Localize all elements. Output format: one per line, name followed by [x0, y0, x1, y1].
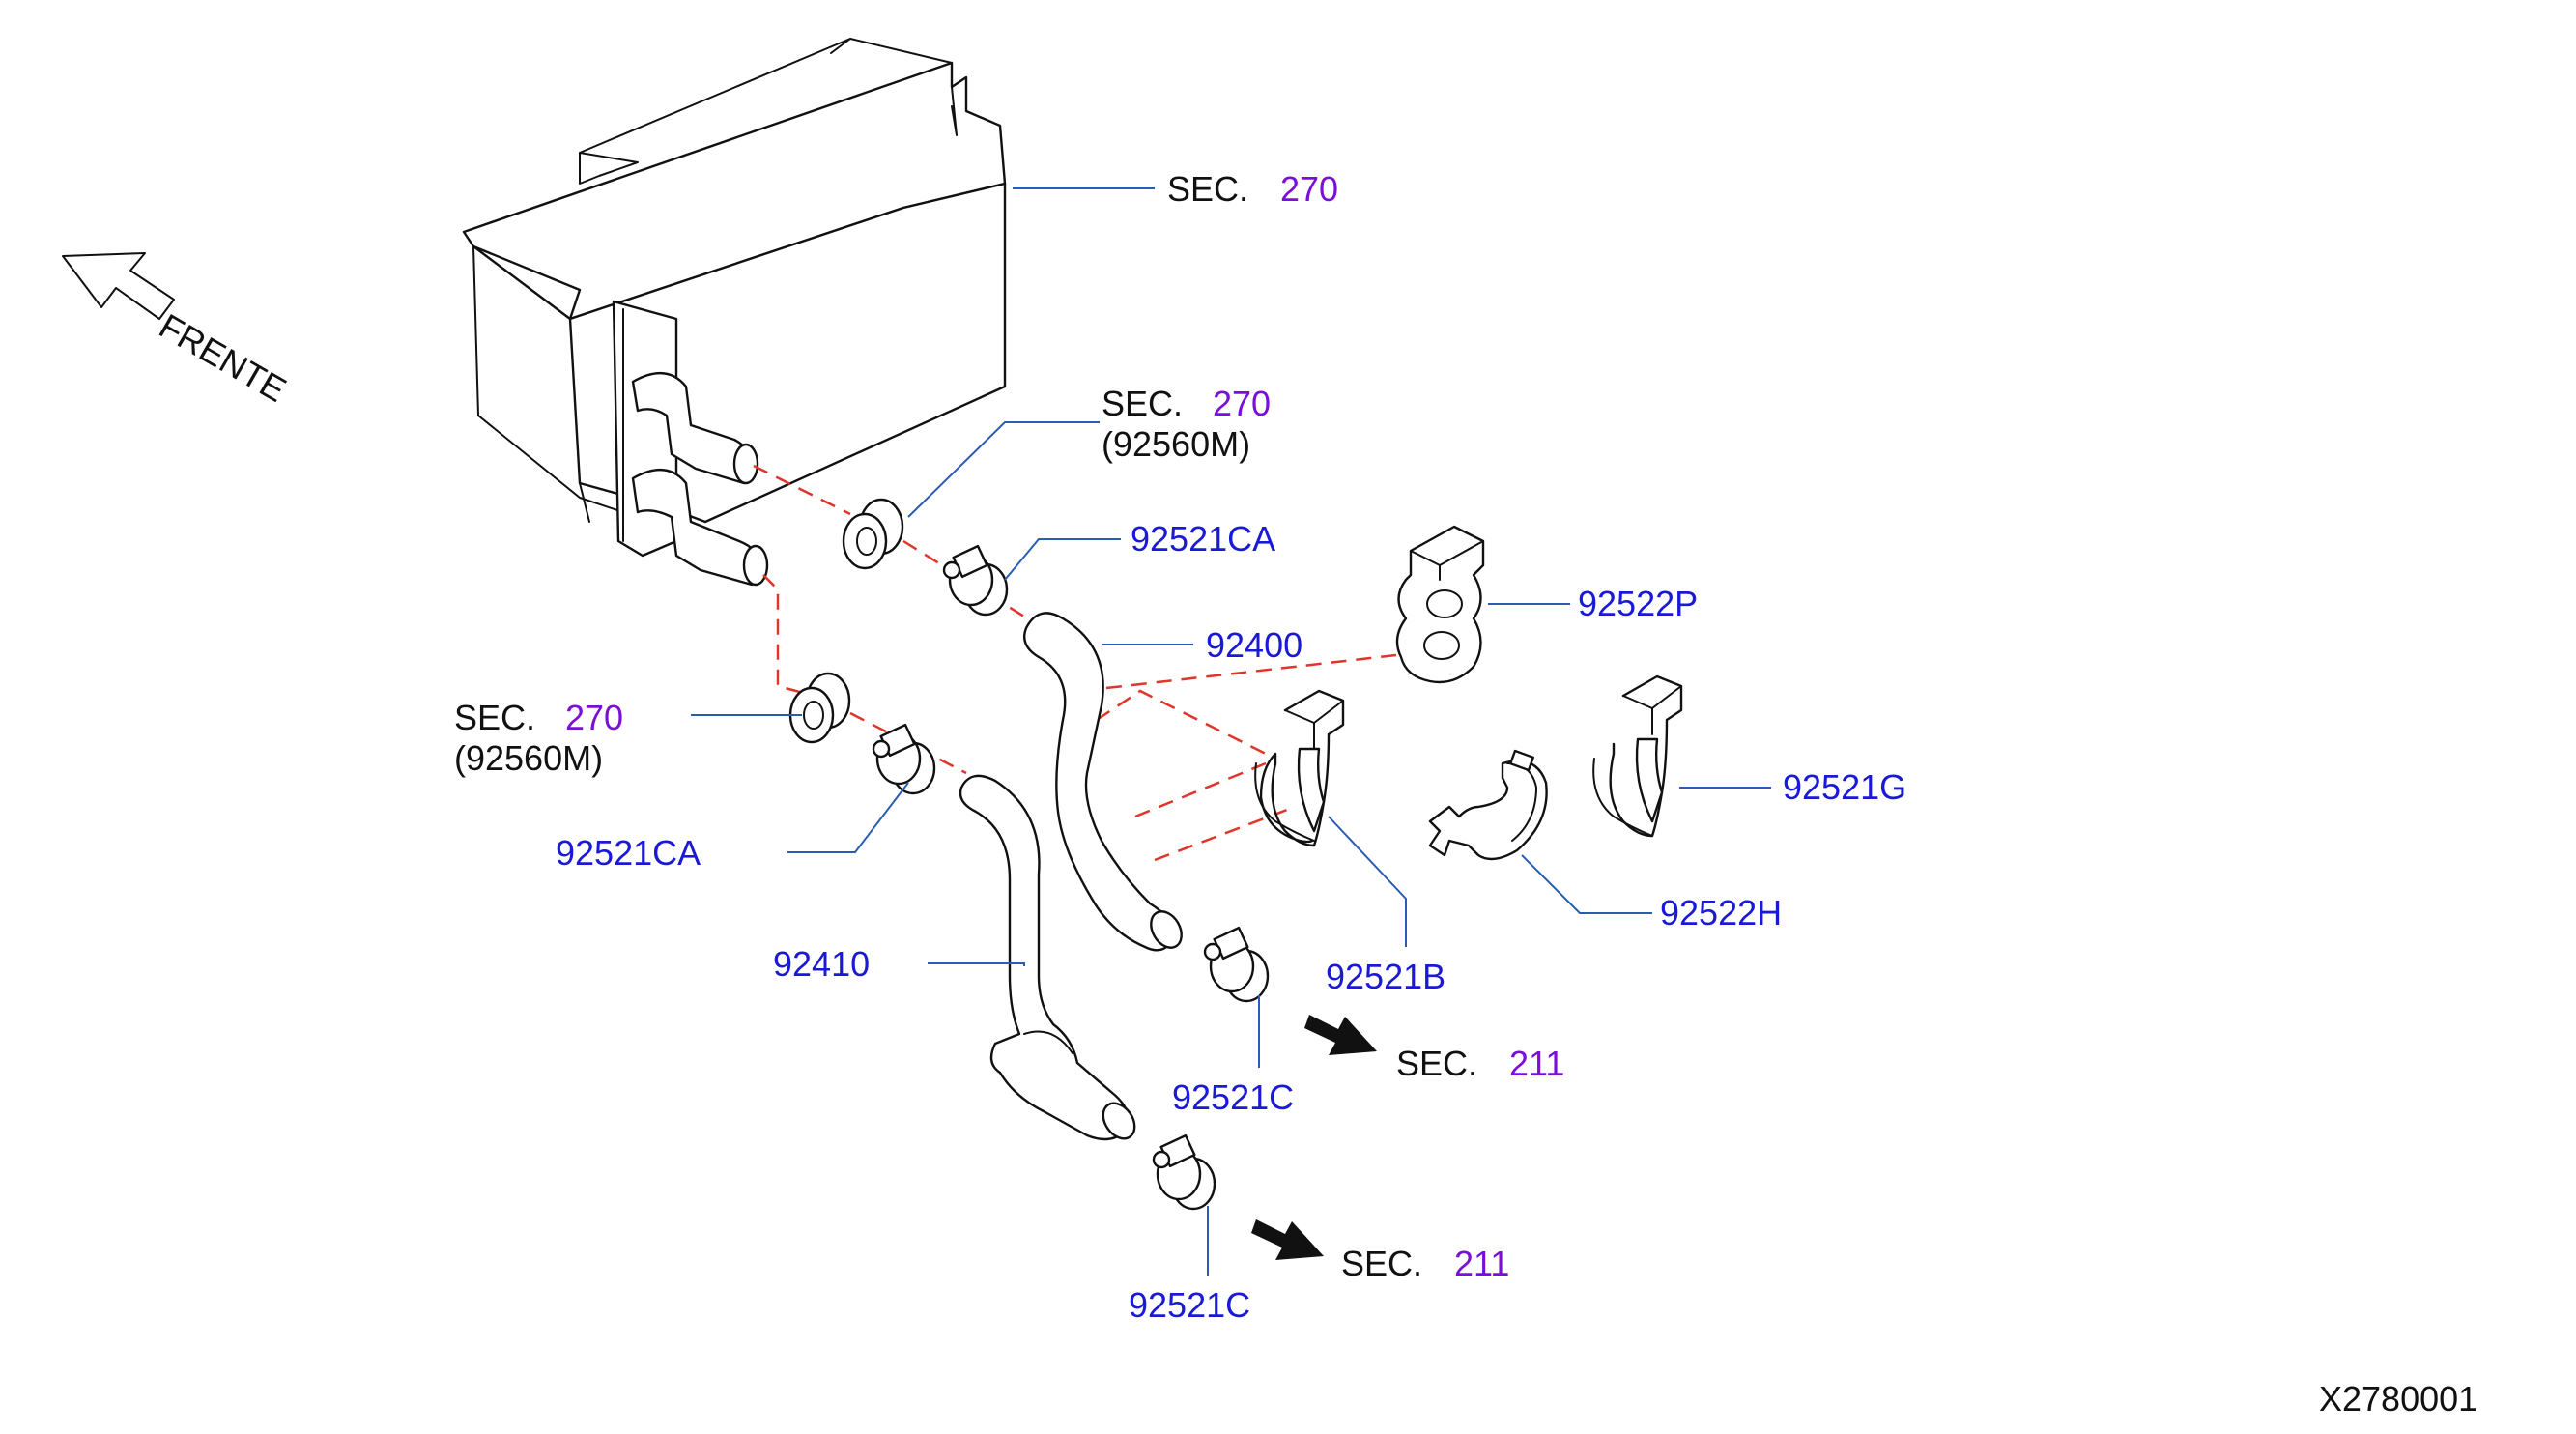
sec211-lower-sec-label: SEC.: [1341, 1244, 1422, 1283]
part-92410[interactable]: 92410: [773, 944, 870, 984]
leader-lines: [691, 187, 1771, 1276]
sec211-lower-arrow-icon: [1251, 1219, 1324, 1260]
heater-unit-housing: [462, 38, 1007, 587]
grommet-lower: [788, 672, 851, 744]
sec270-pipe-sec-label: SEC.: [1102, 384, 1183, 423]
front-direction-arrow-icon: [62, 252, 175, 320]
clip-92521b: [1254, 689, 1345, 847]
part-92522p[interactable]: 92522P: [1578, 584, 1698, 623]
clip-92521g: [1592, 674, 1683, 838]
sec270-top-number[interactable]: 270: [1280, 169, 1338, 209]
sec211-upper-number[interactable]: 211: [1509, 1044, 1564, 1083]
drawing-number: X2780001: [2319, 1379, 2477, 1419]
sec270-pipe-number[interactable]: 270: [1213, 384, 1271, 423]
heater-hose-92400: [1022, 612, 1183, 952]
front-direction-label: FRENTE: [153, 305, 293, 410]
hose-clamp-c-lower: [1152, 1133, 1216, 1211]
part-92521c-upper[interactable]: 92521C: [1172, 1077, 1294, 1117]
sec270-left-sec-label: SEC.: [454, 698, 535, 737]
sec211-upper-sec-label: SEC.: [1396, 1044, 1477, 1083]
grommet-upper: [842, 498, 904, 570]
clip-92522h: [1428, 749, 1548, 861]
sec211-upper-arrow-icon: [1304, 1015, 1377, 1055]
part-92522h[interactable]: 92522H: [1660, 893, 1782, 932]
sec270-pipe-part-label: (92560M): [1102, 424, 1250, 464]
hose-clamp-ca-lower: [872, 723, 936, 795]
part-92521ca-upper[interactable]: 92521CA: [1131, 519, 1275, 559]
clip-92522p: [1395, 525, 1485, 684]
part-92521ca-lower[interactable]: 92521CA: [556, 833, 701, 873]
sec270-left-part-label: (92560M): [454, 738, 603, 778]
sec211-lower-number[interactable]: 211: [1454, 1244, 1509, 1283]
sec270-left-number[interactable]: 270: [565, 698, 623, 737]
part-92521c-lower[interactable]: 92521C: [1129, 1285, 1250, 1325]
part-92400[interactable]: 92400: [1206, 625, 1302, 665]
part-92521b[interactable]: 92521B: [1326, 957, 1445, 996]
heater-hose-92410: [959, 774, 1136, 1141]
hose-clamp-ca-upper: [942, 544, 1009, 617]
hose-clamp-c-upper: [1203, 926, 1270, 1003]
sec270-top-sec-label: SEC.: [1167, 169, 1248, 209]
part-92521g[interactable]: 92521G: [1783, 767, 1906, 807]
